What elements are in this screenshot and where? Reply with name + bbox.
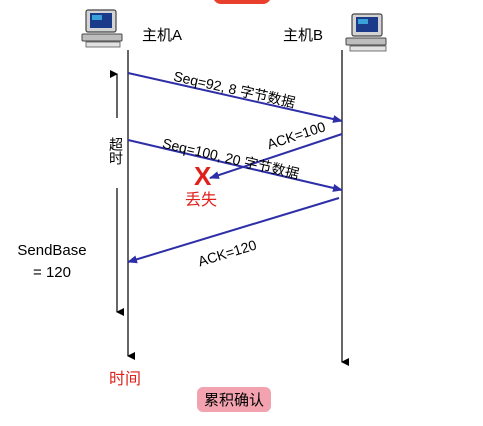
- sendbase-label: SendBase = 120: [12, 240, 92, 284]
- sendbase-line1: SendBase: [17, 242, 87, 259]
- computer-icon-host-a: [81, 9, 123, 48]
- loss-marker: X: [194, 161, 212, 191]
- host-b-label: 主机B: [283, 27, 324, 44]
- top-accent-bar: [213, 0, 271, 4]
- caption-cumulative-ack: 累积确认: [197, 387, 272, 412]
- arrow-seq92: [127, 72, 343, 123]
- time-label: 时间: [109, 371, 142, 388]
- computer-icon-host-b: [345, 13, 387, 52]
- arrow-ack120: [127, 197, 340, 264]
- host-a-label: 主机A: [142, 27, 183, 44]
- arrow-seq100: [127, 139, 343, 192]
- arrow-ack100: [209, 133, 343, 179]
- timeout-label: 超时: [108, 137, 124, 165]
- sendbase-line2: = 120: [33, 264, 71, 281]
- loss-label: 丢失: [185, 192, 218, 209]
